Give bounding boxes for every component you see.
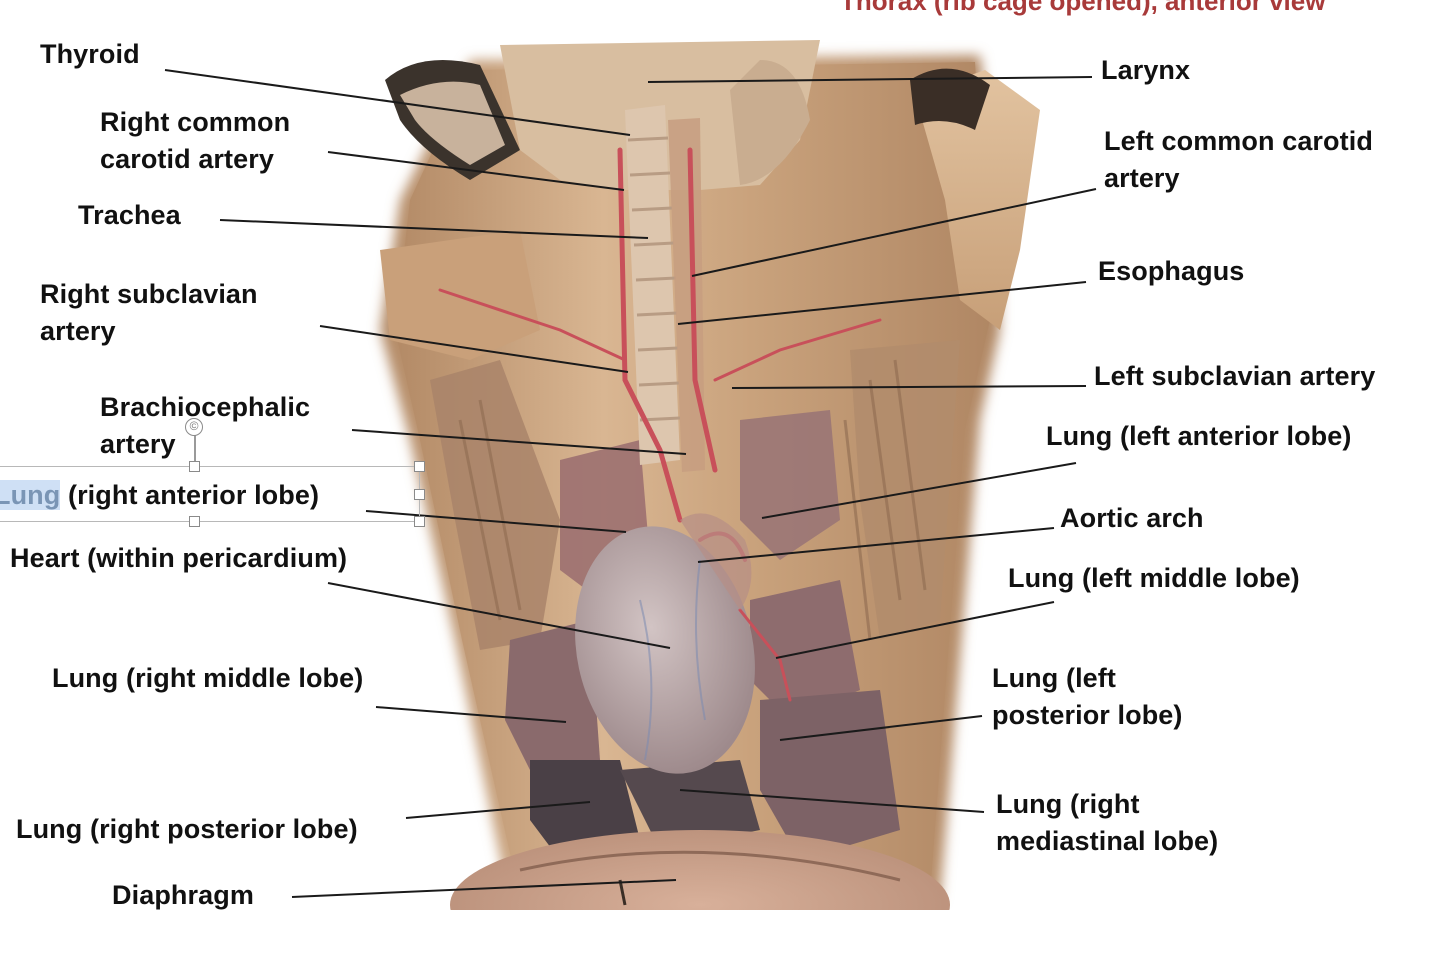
leader-lung-right-mediastinal xyxy=(679,789,985,813)
label-lung-left-anterior-lobe: Lung (left anterior lobe) xyxy=(1046,421,1352,451)
leader-heart xyxy=(327,582,671,649)
leader-lines xyxy=(164,69,1097,898)
label-thyroid: Thyroid xyxy=(40,39,140,69)
leader-lung-left-middle xyxy=(775,601,1055,659)
leader-lung-right-anterior xyxy=(365,510,627,533)
trachea-tube xyxy=(625,105,680,465)
leader-larynx xyxy=(647,76,1093,83)
label-right-subclavian-artery: Right subclavian artery xyxy=(40,279,258,346)
leader-left-subclavian xyxy=(731,385,1087,389)
leader-diaphragm xyxy=(291,879,677,898)
leader-left-common-carotid xyxy=(691,188,1097,277)
label-left-common-carotid-artery: Left common carotid artery xyxy=(1104,126,1373,193)
lung-right-mediastinal-lobe xyxy=(620,760,760,850)
label-lung-right-anterior-lobe[interactable]: Lung (right anterior lobe) xyxy=(0,477,319,514)
photo-body xyxy=(0,40,1440,956)
leader-brachiocephalic xyxy=(351,429,687,455)
rotate-handle-stem xyxy=(194,432,196,466)
label-brachiocephalic-artery: Brachiocephalic artery xyxy=(100,392,311,459)
label-lung-right-posterior-lobe: Lung (right posterior lobe) xyxy=(16,814,358,844)
leader-right-subclavian xyxy=(319,325,629,373)
resize-handle-bottom-middle[interactable] xyxy=(189,516,200,527)
leader-lung-left-posterior xyxy=(779,715,983,741)
label-heart: Heart (within pericardium) xyxy=(10,543,348,573)
resize-handle-top-middle[interactable] xyxy=(189,461,200,472)
leader-lung-left-anterior xyxy=(761,462,1077,519)
label-left-subclavian-artery: Left subclavian artery xyxy=(1094,361,1376,391)
leader-aortic-arch xyxy=(697,527,1055,563)
label-esophagus: Esophagus xyxy=(1098,256,1245,286)
heart-pericardium xyxy=(575,526,755,774)
label-larynx: Larynx xyxy=(1101,55,1191,85)
lung-right-middle-lobe xyxy=(505,620,600,790)
label-lung-right-mediastinal-lobe: Lung (right mediastinal lobe) xyxy=(996,789,1219,856)
leader-esophagus xyxy=(677,281,1087,325)
resize-handle-bottom-right[interactable] xyxy=(414,516,425,527)
label-lung-left-posterior-lobe: Lung (left posterior lobe) xyxy=(992,663,1183,730)
leader-lung-right-middle xyxy=(375,706,567,723)
resize-handle-middle-right[interactable] xyxy=(414,489,425,500)
lung-left-posterior-lobe xyxy=(760,690,900,860)
figure-title: Thorax (rib cage opened), anterior view xyxy=(840,0,1326,16)
label-diaphragm: Diaphragm xyxy=(112,880,254,910)
selected-text: Lung xyxy=(0,480,61,510)
label-aortic-arch: Aortic arch xyxy=(1060,503,1204,533)
label-lung-right-middle-lobe: Lung (right middle lobe) xyxy=(52,663,364,693)
leader-lung-right-posterior xyxy=(405,801,591,819)
resize-handle-top-right[interactable] xyxy=(414,461,425,472)
leader-thyroid xyxy=(164,69,631,136)
rotate-handle[interactable]: © xyxy=(185,418,203,436)
label-lung-left-middle-lobe: Lung (left middle lobe) xyxy=(1008,563,1300,593)
lung-left-middle-lobe xyxy=(750,580,860,720)
label-trachea: Trachea xyxy=(78,200,181,230)
leader-right-common-carotid xyxy=(327,151,625,191)
lung-left-anterior-lobe xyxy=(740,410,840,560)
label-right-common-carotid-artery: Right common carotid artery xyxy=(100,107,291,174)
leader-trachea xyxy=(219,219,649,239)
